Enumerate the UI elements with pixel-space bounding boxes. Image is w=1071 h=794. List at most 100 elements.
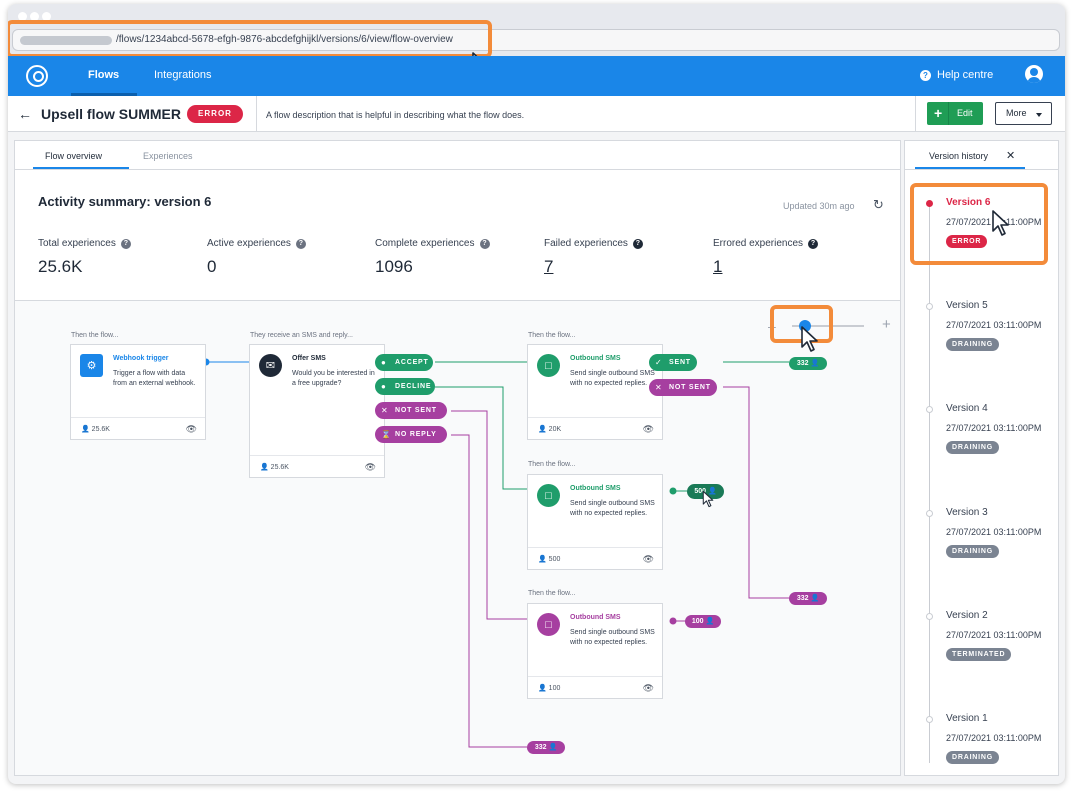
eye-icon[interactable]: 👁 (185, 424, 197, 434)
tab-divider (15, 169, 900, 170)
close-icon[interactable]: ✕ (1006, 150, 1016, 162)
connector-decline (435, 386, 527, 490)
count-badge[interactable]: 332 👤 (527, 741, 565, 754)
message-icon: □ (537, 613, 560, 636)
node-title: Outbound SMS (570, 614, 621, 621)
chat-bubble-icon: ● (381, 382, 387, 391)
header-divider (915, 96, 916, 132)
stat-label: Complete experiences (375, 238, 475, 249)
browser-chrome: /flows/1234abcd-5678-efgh-9876-abcdefghi… (8, 4, 1065, 56)
info-icon[interactable]: ? (632, 238, 643, 249)
branch-not-sent[interactable]: ✕NOT SENT (649, 379, 717, 396)
info-icon[interactable]: ? (295, 238, 306, 249)
version-name: Version 3 (946, 507, 988, 518)
zoom-slider-track[interactable] (792, 325, 864, 327)
node-outbound-sms[interactable]: □ Outbound SMS Send single outbound SMS … (527, 344, 663, 440)
info-icon[interactable]: ? (479, 238, 490, 249)
url-domain-blurred (20, 36, 112, 45)
timeline-dot (926, 510, 933, 517)
tab-flow-overview[interactable]: Flow overview (45, 151, 103, 161)
window-dot[interactable] (30, 12, 39, 21)
zoom-in-icon[interactable]: + (882, 316, 891, 333)
version-name: Version 4 (946, 403, 988, 414)
node-description: Would you be interested in a free upgrad… (292, 370, 375, 387)
stat-value-link[interactable]: 1 (713, 257, 723, 276)
flow-title: Upsell flow SUMMER (41, 106, 182, 122)
version-history-panel: Version history ✕ Version 6 27/07/2021 0… (904, 140, 1059, 776)
eye-icon[interactable]: 👁 (642, 424, 654, 434)
tab-experiences[interactable]: Experiences (143, 151, 193, 161)
node-description: Send single outbound SMS with no expecte… (570, 500, 655, 517)
user-account-icon[interactable] (1025, 65, 1043, 83)
help-centre-link[interactable]: ? Help centre (920, 69, 993, 81)
lane-label: Then the flow... (528, 590, 576, 597)
more-dropdown-button[interactable]: More (995, 102, 1052, 125)
version-status-badge: DRAINING (946, 545, 1000, 558)
stat-label: Errored experiences (713, 238, 804, 249)
tab-active-indicator (33, 167, 129, 169)
back-arrow-icon[interactable]: ← (18, 106, 32, 122)
hourglass-icon: ⌛ (381, 430, 392, 439)
count-badge[interactable]: 100 👤 (685, 615, 721, 628)
node-webhook-trigger[interactable]: ⚙ Webhook trigger Trigger a flow with da… (70, 344, 206, 440)
tab-divider (905, 169, 1058, 170)
version-date: 27/07/2021 03:11:00PM (946, 527, 1042, 537)
branch-label: NOT SENT (395, 407, 437, 414)
tab-version-history[interactable]: Version history (929, 151, 989, 161)
edit-label: Edit (957, 108, 973, 118)
connector-dot (669, 487, 677, 495)
connector-dot (669, 617, 677, 625)
browser-window: /flows/1234abcd-5678-efgh-9876-abcdefghi… (8, 4, 1065, 784)
nav-flows[interactable]: Flows (88, 69, 120, 81)
window-dot[interactable] (18, 12, 27, 21)
edit-button[interactable]: + Edit (927, 102, 983, 125)
url-highlight-box (8, 20, 492, 58)
node-count: 👤 500 (538, 556, 561, 563)
node-count: 👤 100 (538, 685, 561, 692)
branch-no-reply[interactable]: ⌛NO REPLY (375, 426, 447, 443)
chat-bubble-icon: ● (381, 358, 387, 367)
version-status-badge: TERMINATED (946, 648, 1012, 661)
version-date: 27/07/2021 03:11:00PM (946, 733, 1042, 743)
count-badge[interactable]: 500 👤 (687, 484, 724, 499)
info-icon[interactable]: ? (808, 238, 819, 249)
eye-icon[interactable]: 👁 (642, 683, 654, 693)
flow-canvas[interactable]: Then the flow... They receive an SMS and… (15, 301, 900, 775)
updated-timestamp: Updated 30m ago (783, 201, 855, 211)
stat-value: 1096 (375, 257, 413, 276)
count-badge[interactable]: 332 👤 (789, 592, 827, 605)
count-badge[interactable]: 332 👤 (789, 357, 827, 370)
count-value: 332 (796, 595, 809, 602)
more-label: More (1006, 108, 1027, 118)
stat-failed-experiences: Failed experiences? 7 (544, 238, 643, 277)
count-value: 100 (691, 618, 704, 625)
node-footer: 👤 20K 👁 (528, 417, 662, 439)
stat-value-link[interactable]: 7 (544, 257, 554, 276)
eye-icon[interactable]: 👁 (642, 554, 654, 564)
mouse-cursor-icon (801, 326, 818, 352)
node-offer-sms[interactable]: ✉ Offer SMS Would you be interested in a… (249, 344, 385, 478)
version-status-badge: DRAINING (946, 338, 1000, 351)
brand-logo-icon[interactable] (26, 65, 48, 87)
branch-label: NOT SENT (669, 384, 711, 391)
address-bar[interactable]: /flows/1234abcd-5678-efgh-9876-abcdefghi… (12, 29, 1060, 51)
refresh-icon[interactable]: ↻ (873, 197, 884, 212)
window-dot[interactable] (42, 12, 51, 21)
node-count-value: 500 (548, 556, 561, 563)
node-outbound-sms[interactable]: □ Outbound SMS Send single outbound SMS … (527, 474, 663, 570)
branch-sent[interactable]: ✓SENT (649, 354, 697, 371)
version-date: 27/07/2021 03:11:00PM (946, 320, 1042, 330)
node-outbound-sms[interactable]: □ Outbound SMS Send single outbound SMS … (527, 603, 663, 699)
branch-not-sent[interactable]: ✕NOT SENT (375, 402, 447, 419)
info-icon[interactable]: ? (120, 238, 131, 249)
branch-label: DECLINE (395, 383, 432, 390)
branch-decline[interactable]: ● DECLINE (375, 378, 435, 395)
version-highlight-box (910, 183, 1048, 265)
version-date: 27/07/2021 03:11:00PM (946, 423, 1042, 433)
lane-label: Then the flow... (528, 461, 576, 468)
eye-icon[interactable]: 👁 (364, 462, 376, 472)
node-count-value: 25.6K (270, 464, 289, 471)
nav-integrations[interactable]: Integrations (154, 69, 212, 81)
branch-accept[interactable]: ●ACCEPT (375, 354, 433, 371)
flow-description: A flow description that is helpful in de… (266, 110, 525, 120)
